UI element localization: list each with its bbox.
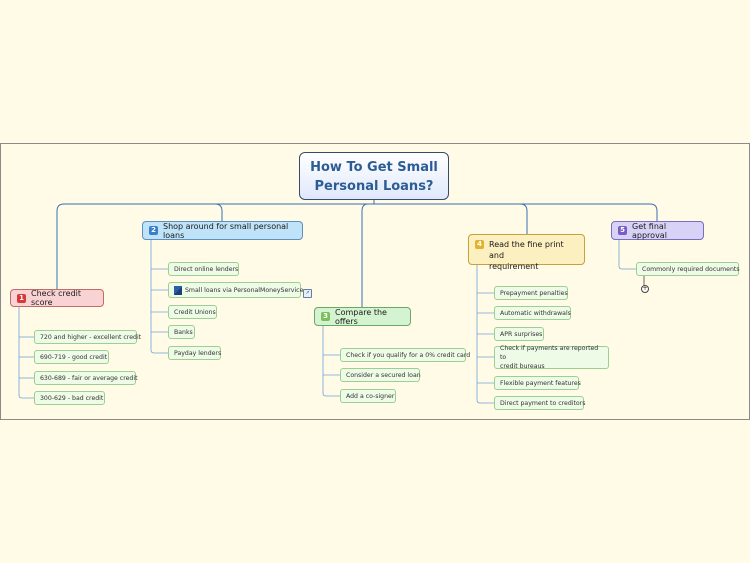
subtopic-zero-percent-card[interactable]: Check if you qualify for a 0% credit car… (340, 348, 470, 362)
priority-3-icon: 3 (321, 312, 330, 321)
subtopic-credit-bureau-reporting[interactable]: Check if payments are reported to credit… (494, 344, 609, 371)
subtopic-bad-credit[interactable]: 300-629 - bad credit (34, 391, 105, 405)
topic-check-credit-score[interactable]: 1 Check credit score (10, 289, 104, 307)
subtopic-label-line1: Check if payments are reported to (500, 345, 599, 361)
subtopic-required-documents[interactable]: Commonly required documents (636, 262, 740, 276)
priority-5-icon: 5 (618, 226, 627, 235)
subtopic-flexible-payment[interactable]: Flexible payment features (494, 376, 581, 390)
subtopic-label-line2: credit bureaus (500, 363, 545, 370)
topic-final-approval[interactable]: 5 Get final approval (611, 221, 704, 240)
priority-4-icon: 4 (475, 240, 484, 249)
topic-label: Shop around for small personal loans (163, 221, 289, 240)
subtopic-fair-credit[interactable]: 630-689 - fair or average credit (34, 371, 138, 385)
subtopic-direct-online-lenders[interactable]: Direct online lenders (168, 262, 239, 276)
topic-label-line1: Read the fine print and (489, 240, 564, 260)
subtopic-payday-lenders[interactable]: Payday lenders (168, 346, 221, 360)
subtopic-prepayment-penalties[interactable]: Prepayment penalties (494, 286, 568, 300)
subtopic-label: Check if payments are reported to credit… (500, 344, 603, 371)
personalmoneyservice-icon (174, 285, 182, 295)
topic-shop-around[interactable]: 2 Shop around for small personal loans (142, 221, 303, 240)
subtopic-label: Small loans via PersonalMoneyService (185, 286, 304, 294)
central-topic[interactable]: How To Get Small Personal Loans? (299, 152, 449, 200)
subtopic-credit-unions[interactable]: Credit Unions (168, 305, 217, 319)
central-topic-line2: Personal Loans? (314, 179, 434, 194)
topic-compare-offers[interactable]: 3 Compare the offers (314, 307, 411, 326)
subtopic-secured-loan[interactable]: Consider a secured loan (340, 368, 421, 382)
subtopic-co-signer[interactable]: Add a co-signer (340, 389, 396, 403)
subtopic-personalmoneyservice[interactable]: Small loans via PersonalMoneyService (168, 282, 304, 298)
topic-label: Get final approval (632, 221, 667, 240)
subtopic-excellent-credit[interactable]: 720 and higher - excellent credit (34, 330, 141, 344)
priority-2-icon: 2 (149, 226, 158, 235)
central-topic-line1: How To Get Small (310, 160, 438, 175)
subtopic-apr-surprises[interactable]: APR surprises (494, 327, 544, 341)
topic-label: Read the fine print and requirement (489, 239, 578, 272)
topic-label: Check credit score (31, 289, 82, 307)
subtopic-direct-payment[interactable]: Direct payment to creditors (494, 396, 585, 410)
collapse-toggle-icon[interactable]: + (641, 285, 649, 293)
topic-label-line2: requirement (489, 262, 539, 271)
subtopic-automatic-withdrawals[interactable]: Automatic withdrawals (494, 306, 571, 320)
subtopic-banks[interactable]: Banks (168, 325, 195, 339)
subtopic-good-credit[interactable]: 690-719 - good credit (34, 350, 109, 364)
link-icon[interactable]: ↗ (303, 289, 312, 298)
priority-1-icon: 1 (17, 293, 26, 303)
topic-fine-print[interactable]: 4 Read the fine print and requirement (468, 234, 585, 271)
topic-label: Compare the offers (335, 307, 387, 326)
